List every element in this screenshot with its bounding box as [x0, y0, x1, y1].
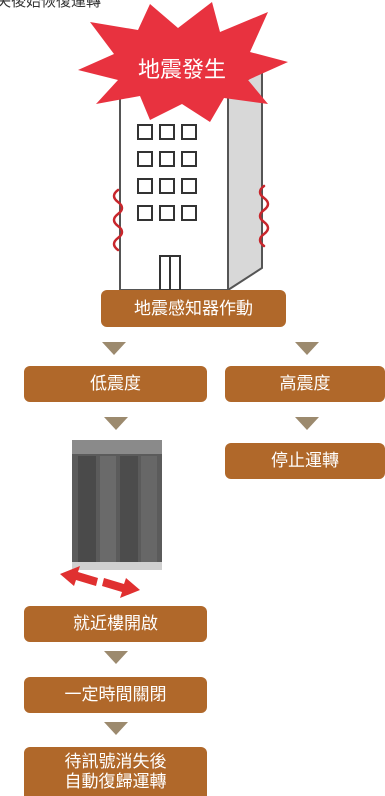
sensor-box: 地震感知器作動 [101, 290, 286, 327]
auto-resume-line2: 自動復歸運轉 [64, 771, 167, 792]
arrow-down-icon [104, 417, 128, 430]
arrow-down-icon [104, 651, 128, 664]
arrow-down-icon [104, 722, 128, 735]
low-intensity-box: 低震度 [24, 366, 207, 402]
arrow-down-icon [295, 417, 319, 430]
stop-operation-box: 停止運轉 [225, 443, 385, 479]
close-after-time-box: 一定時間關閉 [24, 677, 207, 713]
auto-resume-box: 待訊號消失後 自動復歸運轉 [24, 747, 207, 796]
arrow-down-icon [102, 342, 126, 355]
auto-resume-line1: 待訊號消失後 [64, 751, 167, 772]
high-intensity-box: 高震度 [225, 366, 385, 402]
building-icon [116, 68, 266, 292]
shaking-wave-icon [112, 184, 270, 252]
header-text: 失後始恢復運轉 [0, 0, 102, 10]
explosion-burst-icon [78, 2, 288, 122]
double-arrow-icon [60, 566, 140, 598]
nearest-floor-open-box: 就近樓開啟 [24, 606, 207, 642]
arrow-down-icon [295, 342, 319, 355]
burst-label: 地震發生 [138, 58, 227, 83]
elevator-car-icon [72, 440, 162, 570]
